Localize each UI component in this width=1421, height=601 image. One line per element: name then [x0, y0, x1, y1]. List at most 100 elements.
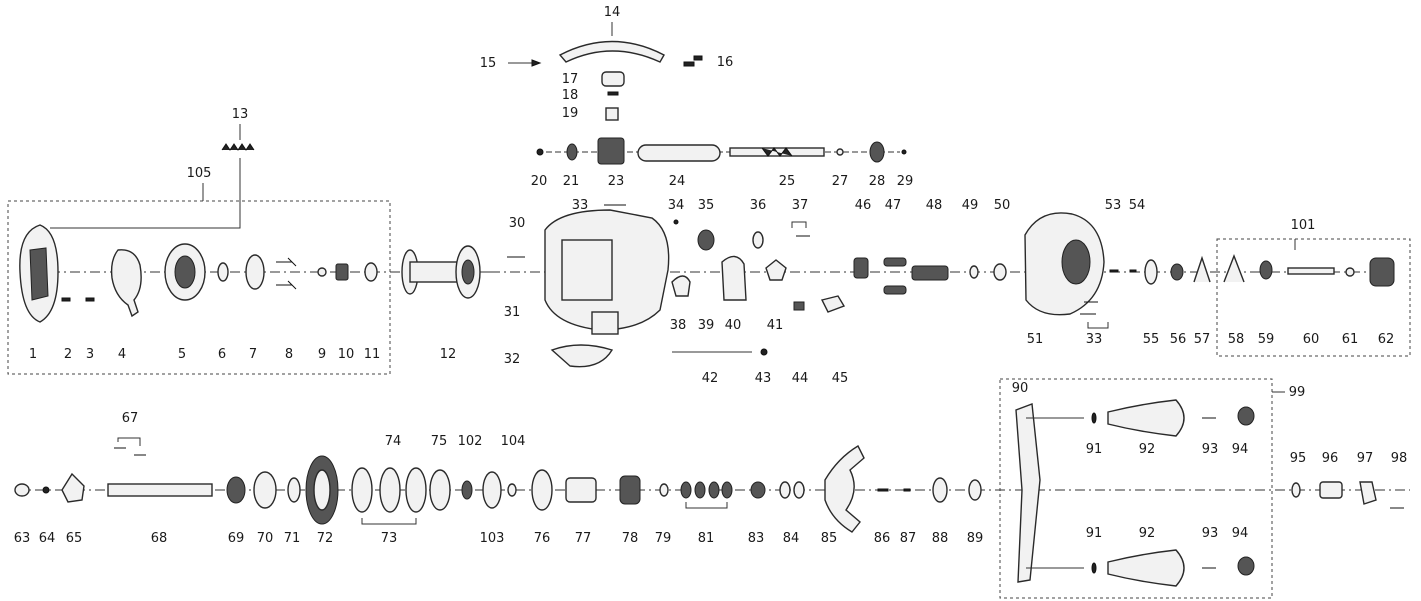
ring-49: [969, 265, 979, 279]
bearing-56: [1170, 263, 1184, 281]
part-label-10: 10: [338, 347, 355, 362]
washer-81d: [721, 481, 733, 499]
part-label-89: 89: [967, 531, 984, 546]
part-47-shape: [883, 257, 907, 267]
part-label-93-2: 93: [1202, 526, 1219, 541]
part-label-85: 85: [821, 531, 838, 546]
frame-window: [561, 239, 613, 301]
washer-88: [932, 477, 948, 503]
ring-9: [317, 267, 327, 277]
part-label-34: 34: [668, 198, 685, 213]
screws-33b: [1080, 301, 1098, 315]
drive-shaft-68: [107, 483, 213, 497]
part-label-12: 12: [440, 347, 457, 362]
washer-7: [245, 254, 265, 290]
part-label-104: 104: [501, 434, 526, 449]
lever-45: [820, 295, 846, 313]
washer-6: [217, 262, 229, 282]
part-label-47: 47: [885, 198, 902, 213]
part-29-shape: [901, 149, 907, 155]
part-label-76: 76: [534, 531, 551, 546]
sleeve-77: [565, 477, 597, 503]
part-15-shape: [531, 59, 542, 67]
part-label-21: 21: [563, 174, 580, 189]
part-34-shape: [673, 219, 679, 225]
part-label-27: 27: [832, 174, 849, 189]
part-label-99: 99: [1289, 385, 1306, 400]
part-43-shape: [760, 348, 768, 356]
part-label-3: 3: [86, 347, 94, 362]
part-label-4: 4: [118, 347, 126, 362]
drag-washer-74: [379, 467, 401, 513]
part-27-shape: [836, 148, 844, 156]
part-label-45: 45: [832, 371, 849, 386]
leader-33b: [1087, 322, 1109, 329]
part-label-105: 105: [187, 166, 212, 181]
knob-92-top: [1107, 399, 1185, 437]
clicker-102: [461, 480, 473, 500]
bearing-35: [697, 229, 715, 251]
spool-hub: [461, 259, 475, 285]
part-label-44: 44: [792, 371, 809, 386]
washer-81c: [708, 481, 720, 499]
frame-foot: [591, 311, 619, 335]
washer-76: [531, 469, 553, 511]
part-label-16: 16: [717, 55, 734, 70]
part-label-102: 102: [458, 434, 483, 449]
part-label-24: 24: [669, 174, 686, 189]
spring-58: [1223, 254, 1245, 283]
part-label-18: 18: [562, 88, 579, 103]
washer-81a: [680, 481, 692, 499]
knob-92-bottom: [1107, 549, 1185, 587]
screws-67: [114, 447, 146, 456]
part-label-64: 64: [39, 531, 56, 546]
nut-96: [1319, 481, 1343, 499]
part-label-5: 5: [178, 347, 186, 362]
part-label-51: 51: [1027, 332, 1044, 347]
part-label-79: 79: [655, 531, 672, 546]
part-label-25: 25: [779, 174, 796, 189]
bearing-69: [226, 476, 246, 504]
pinion-48: [911, 265, 949, 281]
part-label-42: 42: [702, 371, 719, 386]
part-label-93: 93: [1202, 442, 1219, 457]
assembly-box-101: [1216, 238, 1411, 357]
drag-washer-73a: [351, 467, 373, 513]
tube-24: [637, 144, 721, 162]
spring-13: [221, 143, 255, 151]
part-label-98: 98: [1391, 451, 1408, 466]
star-drag-62: [1369, 257, 1395, 287]
ring-79: [659, 483, 669, 497]
bearing-retainer-65: [61, 472, 85, 503]
shaft-60: [1287, 267, 1335, 275]
part-label-63: 63: [14, 531, 31, 546]
part-label-9: 9: [318, 347, 326, 362]
part-label-71: 71: [284, 531, 301, 546]
part-label-40: 40: [725, 318, 742, 333]
ring-36: [752, 231, 764, 249]
part-label-70: 70: [257, 531, 274, 546]
part-label-38: 38: [670, 318, 687, 333]
bearing-10: [335, 263, 349, 281]
part-label-2: 2: [64, 347, 72, 362]
leader-67: [117, 437, 141, 446]
screws-8: [276, 257, 297, 290]
worm-thread: [761, 147, 793, 157]
part-label-53: 53: [1105, 198, 1122, 213]
ring-104: [507, 483, 517, 497]
washer-71: [287, 477, 301, 503]
part-label-1: 1: [29, 347, 37, 362]
part-label-69: 69: [228, 531, 245, 546]
part-87-shape: [903, 488, 911, 492]
star-drag-85: [824, 445, 865, 533]
part-label-60: 60: [1303, 332, 1320, 347]
clip-11: [364, 262, 378, 282]
part-label-37: 37: [792, 198, 809, 213]
part-label-15: 15: [480, 56, 497, 71]
part-label-20: 20: [531, 174, 548, 189]
part-label-55: 55: [1143, 332, 1160, 347]
side-plate-inner: [29, 247, 49, 301]
part-label-77: 77: [575, 531, 592, 546]
